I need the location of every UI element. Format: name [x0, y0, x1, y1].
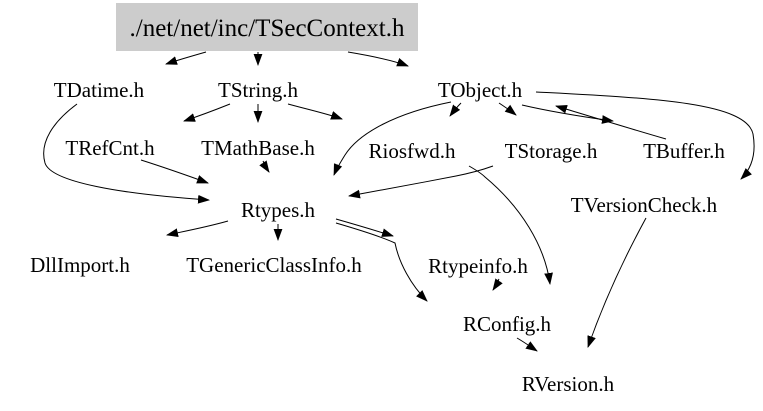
edge-rtypeinfo-rconfig [492, 278, 503, 291]
node-rversion[interactable]: RVersion.h [522, 372, 615, 396]
edge-tobject-tbuffer [521, 104, 614, 124]
edge-tstring-trefcnt [183, 103, 231, 122]
node-tobject[interactable]: TObject.h [438, 78, 523, 102]
edge-tsec-tdatime [165, 51, 207, 65]
edge-rtypes-rconfig [335, 222, 428, 302]
edge-trefcnt-rtypes [140, 159, 209, 184]
node-trefcnt[interactable]: TRefCnt.h [65, 136, 155, 160]
node-rtypes[interactable]: Rtypes.h [241, 198, 316, 222]
edge-layer [43, 51, 755, 352]
root-node-box [116, 3, 418, 51]
node-tstorage[interactable]: TStorage.h [505, 139, 598, 163]
edge-tsec-tobject [347, 51, 409, 67]
node-rtypeinfo[interactable]: Rtypeinfo.h [428, 254, 528, 278]
edge-rconfig-rversion [516, 337, 538, 352]
edge-tobject-tversioncheck [535, 91, 755, 180]
edge-tobject-rtypes [333, 101, 452, 176]
edge-rtypes-dllimport [166, 220, 229, 238]
root-node-label: ./net/net/inc/TSecContext.h [130, 15, 405, 42]
node-tmathbase[interactable]: TMathBase.h [201, 136, 315, 160]
edge-tbuffer-tobject [555, 104, 667, 140]
edge-tobject-tstorage [498, 102, 517, 116]
node-layer: TDatime.h TString.h TObject.h TRefCnt.h … [30, 78, 725, 396]
edge-tstorage-rtypes [348, 165, 494, 199]
node-tstring[interactable]: TString.h [218, 78, 298, 102]
edge-tversioncheck-rversion [587, 217, 647, 348]
node-rconfig[interactable]: RConfig.h [463, 312, 552, 336]
edge-tdatime-rtypes [43, 103, 210, 204]
edge-riosfwd-rconfig [468, 165, 553, 285]
node-tversioncheck[interactable]: TVersionCheck.h [571, 193, 718, 217]
node-tdatime[interactable]: TDatime.h [54, 78, 145, 102]
node-tgenericclassinfo[interactable]: TGenericClassInfo.h [186, 253, 362, 277]
node-dllimport[interactable]: DllImport.h [30, 253, 130, 277]
edge-tobject-riosfwd [449, 102, 462, 117]
node-tbuffer[interactable]: TBuffer.h [643, 139, 725, 163]
edge-tmathbase-rtypes [259, 160, 270, 173]
edge-tstring-riosfwd [287, 103, 343, 120]
edge-rtypes-rtypeinfo [335, 218, 394, 237]
node-riosfwd[interactable]: Riosfwd.h [369, 139, 456, 163]
node-tsec: ./net/net/inc/TSecContext.h [116, 3, 418, 51]
